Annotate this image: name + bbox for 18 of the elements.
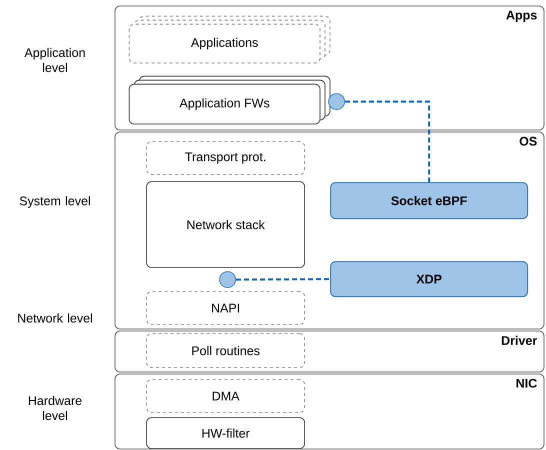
hook-box: XDP [330,261,528,298]
hook-point [219,271,236,288]
stacked-box: Application FWs [128,76,330,124]
hook-box: Socket eBPF [330,182,528,220]
level-label: Application level [24,48,85,72]
stacked-box: Applications [128,16,330,64]
component-box: NAPI [146,291,305,325]
component-box: DMA [146,379,305,413]
component-box: Network stack [146,181,305,268]
hook-point [328,93,345,110]
level-label: Network level [18,313,92,323]
level-label: Hardware level [28,396,82,420]
connector-line [345,100,430,182]
level-label: System level [20,196,90,208]
component-box: Poll routines [146,333,305,368]
component-box: Transport prot. [146,141,305,175]
component-box: HW-filter [146,417,305,449]
connector-line [236,278,330,281]
